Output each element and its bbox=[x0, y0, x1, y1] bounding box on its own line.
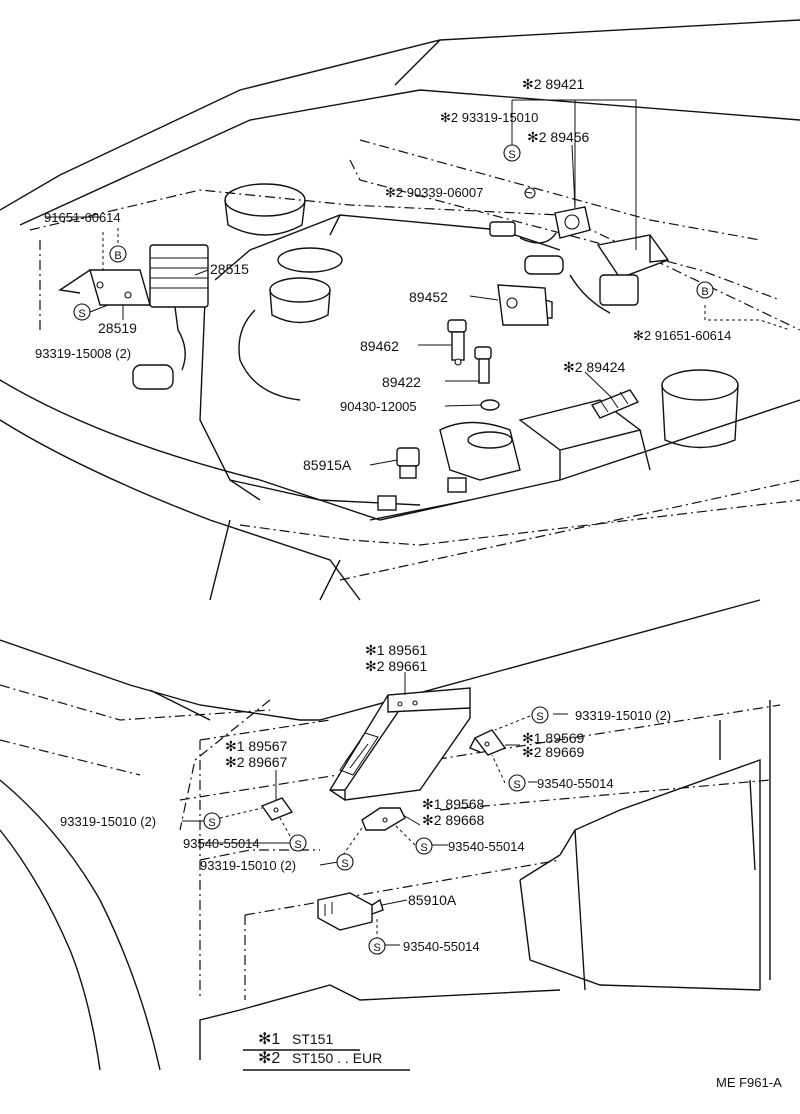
s-mark: S bbox=[78, 308, 85, 320]
label-93540-55014-d: 93540-55014 bbox=[403, 939, 480, 954]
sensor-89456 bbox=[489, 206, 591, 244]
sensor-89424 bbox=[590, 389, 640, 419]
bracket-28519 bbox=[58, 269, 151, 306]
s-symbol-8: S bbox=[336, 853, 354, 871]
b-mark: B bbox=[701, 286, 708, 298]
s-symbol-1: S bbox=[503, 144, 521, 162]
s-mark: S bbox=[373, 942, 380, 954]
label-89668: ✻2 89668 bbox=[422, 812, 485, 828]
label-89667: ✻2 89667 bbox=[225, 754, 288, 770]
label-89567: ✻1 89567 bbox=[225, 738, 288, 754]
label-91651-60614-right: ✻2 91651-60614 bbox=[633, 328, 731, 343]
label-93319-15010-b: 93319-15010 (2) bbox=[575, 708, 671, 723]
label-89462: 89462 bbox=[360, 338, 399, 354]
label-91651-60614-left: 91651-60614 bbox=[44, 210, 121, 225]
vsv-89452 bbox=[497, 284, 553, 326]
label-89452: 89452 bbox=[409, 289, 448, 305]
igniter-28515 bbox=[132, 244, 209, 390]
label-85915A: 85915A bbox=[303, 457, 352, 473]
b-symbol-left: B bbox=[109, 245, 127, 263]
s-symbol-7: S bbox=[415, 837, 433, 855]
label-93319-15010-d: 93319-15010 (2) bbox=[200, 858, 296, 873]
bracket-89421 bbox=[524, 234, 670, 314]
label-89661: ✻2 89661 bbox=[365, 658, 428, 674]
label-90339-06007: ✻2 90339-06007 bbox=[385, 185, 483, 200]
label-93319-15010: ✻2 93319-15010 bbox=[440, 110, 538, 125]
label-89568: ✻1 89568 bbox=[422, 796, 485, 812]
diagram-id: ME F961-A bbox=[716, 1075, 782, 1090]
label-90430-12005: 90430-12005 bbox=[340, 399, 417, 414]
switch-89462 bbox=[447, 319, 467, 366]
legend-value-2: ST150 . . EUR bbox=[292, 1050, 382, 1066]
legend-key-2: ✻2 bbox=[258, 1050, 280, 1067]
s-symbol-9: S bbox=[368, 937, 386, 955]
cowl-drawing bbox=[0, 599, 781, 1071]
label-93540-55014-c: 93540-55014 bbox=[448, 839, 525, 854]
b-mark: B bbox=[114, 250, 121, 262]
label-89424: ✻2 89424 bbox=[563, 359, 626, 375]
s-symbol-3: S bbox=[531, 706, 549, 724]
relay-85910A bbox=[317, 892, 384, 931]
s-symbol-6: S bbox=[289, 834, 307, 852]
legend-key-1: ✻1 bbox=[258, 1031, 280, 1048]
top-leaders bbox=[45, 99, 791, 466]
s-mark: S bbox=[508, 149, 515, 161]
s-mark: S bbox=[294, 839, 301, 851]
b-symbol-right: B bbox=[696, 281, 714, 299]
ecu-89561 bbox=[329, 687, 471, 801]
s-symbol-2: S bbox=[73, 303, 91, 321]
label-89456: ✻2 89456 bbox=[527, 129, 590, 145]
label-93319-15008: 93319-15008 (2) bbox=[35, 346, 131, 361]
bracket-89567 bbox=[260, 797, 294, 821]
switch-85915A bbox=[396, 447, 420, 479]
label-28519: 28519 bbox=[98, 320, 137, 336]
s-mark: S bbox=[420, 842, 427, 854]
legend: ✻1 ST151 ✻2 ST150 . . EUR bbox=[243, 1031, 410, 1071]
label-93540-55014-a: 93540-55014 bbox=[537, 776, 614, 791]
engine-bay-drawing bbox=[0, 19, 800, 601]
bracket-89569 bbox=[469, 729, 507, 756]
s-mark: S bbox=[536, 711, 543, 723]
gasket-90430 bbox=[480, 399, 500, 411]
legend-value-1: ST151 bbox=[292, 1031, 333, 1047]
label-89569: ✻1 89569 bbox=[522, 730, 585, 746]
switch-89422 bbox=[474, 346, 492, 384]
s-symbol-5: S bbox=[203, 812, 221, 830]
label-89422: 89422 bbox=[382, 374, 421, 390]
s-symbol-4: S bbox=[508, 774, 526, 792]
s-mark: S bbox=[208, 817, 215, 829]
bracket-89568 bbox=[361, 807, 406, 831]
s-mark: S bbox=[341, 858, 348, 870]
label-89421: ✻2 89421 bbox=[522, 76, 585, 92]
s-mark: S bbox=[513, 779, 520, 791]
bottom-leaders bbox=[182, 672, 568, 946]
label-85910A: 85910A bbox=[408, 892, 457, 908]
label-93540-55014-b: 93540-55014 bbox=[183, 836, 260, 851]
label-93319-15010-c: 93319-15010 (2) bbox=[60, 814, 156, 829]
label-28515: 28515 bbox=[210, 261, 249, 277]
label-89561: ✻1 89561 bbox=[365, 642, 428, 658]
label-89669: ✻2 89669 bbox=[522, 744, 585, 760]
